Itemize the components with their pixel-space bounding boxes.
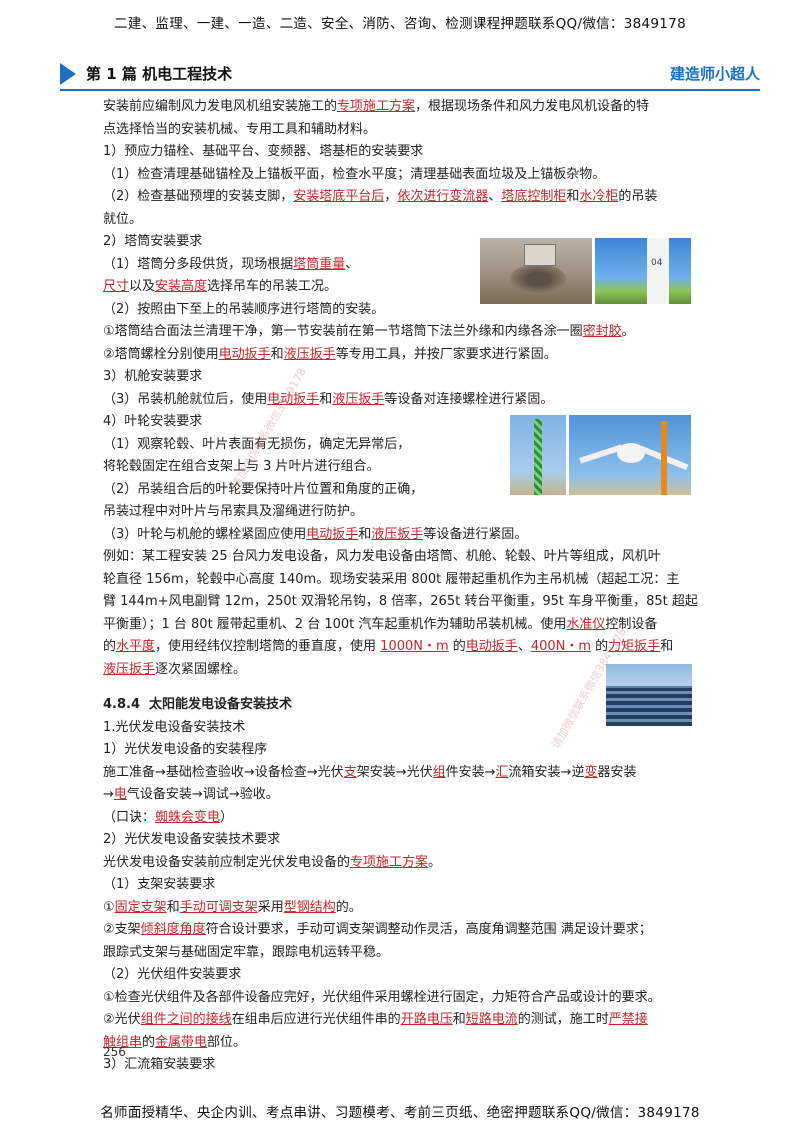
- paragraph: （1）塔筒分多段供货，现场根据塔筒重量、: [103, 256, 359, 272]
- paragraph: 就位。: [103, 211, 143, 227]
- paragraph: 将轮毂固定在组合支架上与 3 片叶片进行组合。: [103, 459, 380, 474]
- paragraph: 3）机舱安装要求: [103, 369, 203, 384]
- paragraph: （2）按照由下至上的吊装顺序进行塔筒的安装。: [103, 301, 385, 317]
- paragraph: 例如：某工程安装 25 台风力发电设备，风力发电设备由塔筒、机舱、轮毂、叶片等组…: [103, 549, 661, 564]
- solar-panels-photo: [606, 664, 692, 726]
- wind-tower-photo: 04: [595, 238, 691, 304]
- paragraph: ①检查光伏组件及各部件设备应完好，光伏组件采用螺栓进行固定，力矩符合产品或设计的…: [103, 989, 661, 1005]
- paragraph: 平衡重）；1 台 80t 履带起重机、2 台 100t 汽车起重机作为辅助吊装机…: [103, 616, 658, 632]
- tower-mark: 04: [651, 258, 663, 268]
- brand-name: 建造师小超人: [669, 65, 760, 83]
- paragraph: 的水平度，使用经纬仪控制塔筒的垂直度，使用 1000N・m 的电动扳手、400N…: [103, 639, 674, 654]
- paragraph: →电气设备安装→调试→验收。: [103, 787, 279, 802]
- tower-foundation-photo: [480, 238, 592, 304]
- paragraph: ①固定支架和手动可调支架采用型钢结构的。: [103, 899, 362, 915]
- paragraph: ②支架倾斜度角度符合设计要求，手动可调支架调整动作灵活，高度角调整范围 满足设计…: [103, 922, 652, 937]
- crane-mast-photo: [510, 415, 566, 495]
- top-banner: 二建、监理、一建、一造、二造、安全、消防、咨询、检测课程押题联系QQ/微信：38…: [114, 16, 686, 32]
- paragraph: 轮直径 156m，轮毂中心高度 140m。现场安装采用 800t 履带起重机作为…: [103, 571, 680, 587]
- paragraph: 1）预应力锚栓、基础平台、变频器、塔基柜的安装要求: [103, 144, 424, 159]
- paragraph: 1.光伏发电设备安装技术: [103, 719, 246, 735]
- paragraph: 安装前应编制风力发电风机组安装施工的专项施工方案，根据现场条件和风力发电风机设备…: [103, 99, 650, 114]
- paragraph: ①塔筒结合面法兰清理干净，第一节安装前在第一节塔筒下法兰外缘和内缘各涂一圈密封胶…: [103, 324, 635, 339]
- paragraph: 2）光伏发电设备安装技术要求: [103, 832, 281, 847]
- paragraph: （1）观察轮毂、叶片表面有无损伤，确定无异常后，: [103, 436, 411, 452]
- paragraph: （2）光伏组件安装要求: [103, 967, 242, 982]
- rotor-lifting-photo: [569, 415, 691, 495]
- paragraph: 3）汇流箱安装要求: [103, 1057, 216, 1072]
- paragraph: （1）支架安装要求: [103, 877, 216, 892]
- chapter-title: 第 1 篇 机电工程技术: [86, 65, 233, 83]
- paragraph: 尺寸以及安装高度选择吊车的吊装工况。: [103, 279, 338, 294]
- triangle-marker-icon: [60, 63, 76, 85]
- paragraph: （口诀：蜘蛛会变电）: [103, 809, 234, 825]
- paragraph: （3）叶轮与机舱的螺栓紧固应使用电动扳手和液压扳手等设备进行紧固。: [103, 526, 528, 542]
- paragraph: 光伏发电设备安装前应制定光伏发电设备的专项施工方案。: [103, 854, 442, 870]
- paragraph: 2）塔筒安装要求: [103, 234, 203, 249]
- page-number: 256: [103, 1045, 126, 1059]
- paragraph: 吊装过程中对叶片与吊索具及溜绳进行防护。: [103, 504, 364, 519]
- page-body: 安装前应编制风力发电风机组安装施工的专项施工方案，根据现场条件和风力发电风机设备…: [103, 96, 701, 1077]
- header-divider: [60, 89, 760, 91]
- paragraph: ②光伏组件之间的接线在组串后应进行光伏组件串的开路电压和短路电流的测试，施工时严…: [103, 1012, 648, 1027]
- footer-banner: 名师面授精华、央企内训、考点串讲、习题模考、考前三页纸、绝密押题联系QQ/微信：…: [100, 1105, 700, 1121]
- paragraph: 点选择恰当的安装机械、专用工具和辅助材料。: [103, 121, 377, 137]
- paragraph: ②塔筒螺栓分别使用电动扳手和液压扳手等专用工具，并按厂家要求进行紧固。: [103, 346, 557, 362]
- paragraph: 施工准备→基础检查验收→设备检查→光伏支架安装→光伏组件安装→汇流箱安装→逆变器…: [103, 764, 637, 780]
- paragraph: 触组串的金属带电部位。: [103, 1034, 247, 1050]
- paragraph: 4）叶轮安装要求: [103, 414, 203, 429]
- paragraph: 液压扳手逐次紧固螺栓。: [103, 661, 247, 677]
- paragraph: （3）吊装机舱就位后，使用电动扳手和液压扳手等设备对连接螺栓进行紧固。: [103, 391, 554, 407]
- paragraph: （2）检查基础预埋的安装支脚，安装塔底平台后，依次进行变流器、塔底控制柜和水冷柜…: [103, 189, 658, 204]
- paragraph: 1）光伏发电设备的安装程序: [103, 742, 268, 757]
- chapter-header: 第 1 篇 机电工程技术 建造师小超人: [60, 61, 760, 87]
- paragraph: 跟踪式支架与基础固定牢靠，跟踪电机运转平稳。: [103, 944, 390, 960]
- paragraph: （1）检查清理基础锚栓及上锚板平面，检查水平度；清理基础表面垃圾及上锚板杂物。: [103, 166, 606, 182]
- paragraph: 臂 144m+风电副臂 12m，250t 双滑轮吊钩，8 倍率，265t 转台平…: [103, 594, 698, 609]
- paragraph: （2）吊装组合后的叶轮要保持叶片位置和角度的正确，: [103, 481, 424, 497]
